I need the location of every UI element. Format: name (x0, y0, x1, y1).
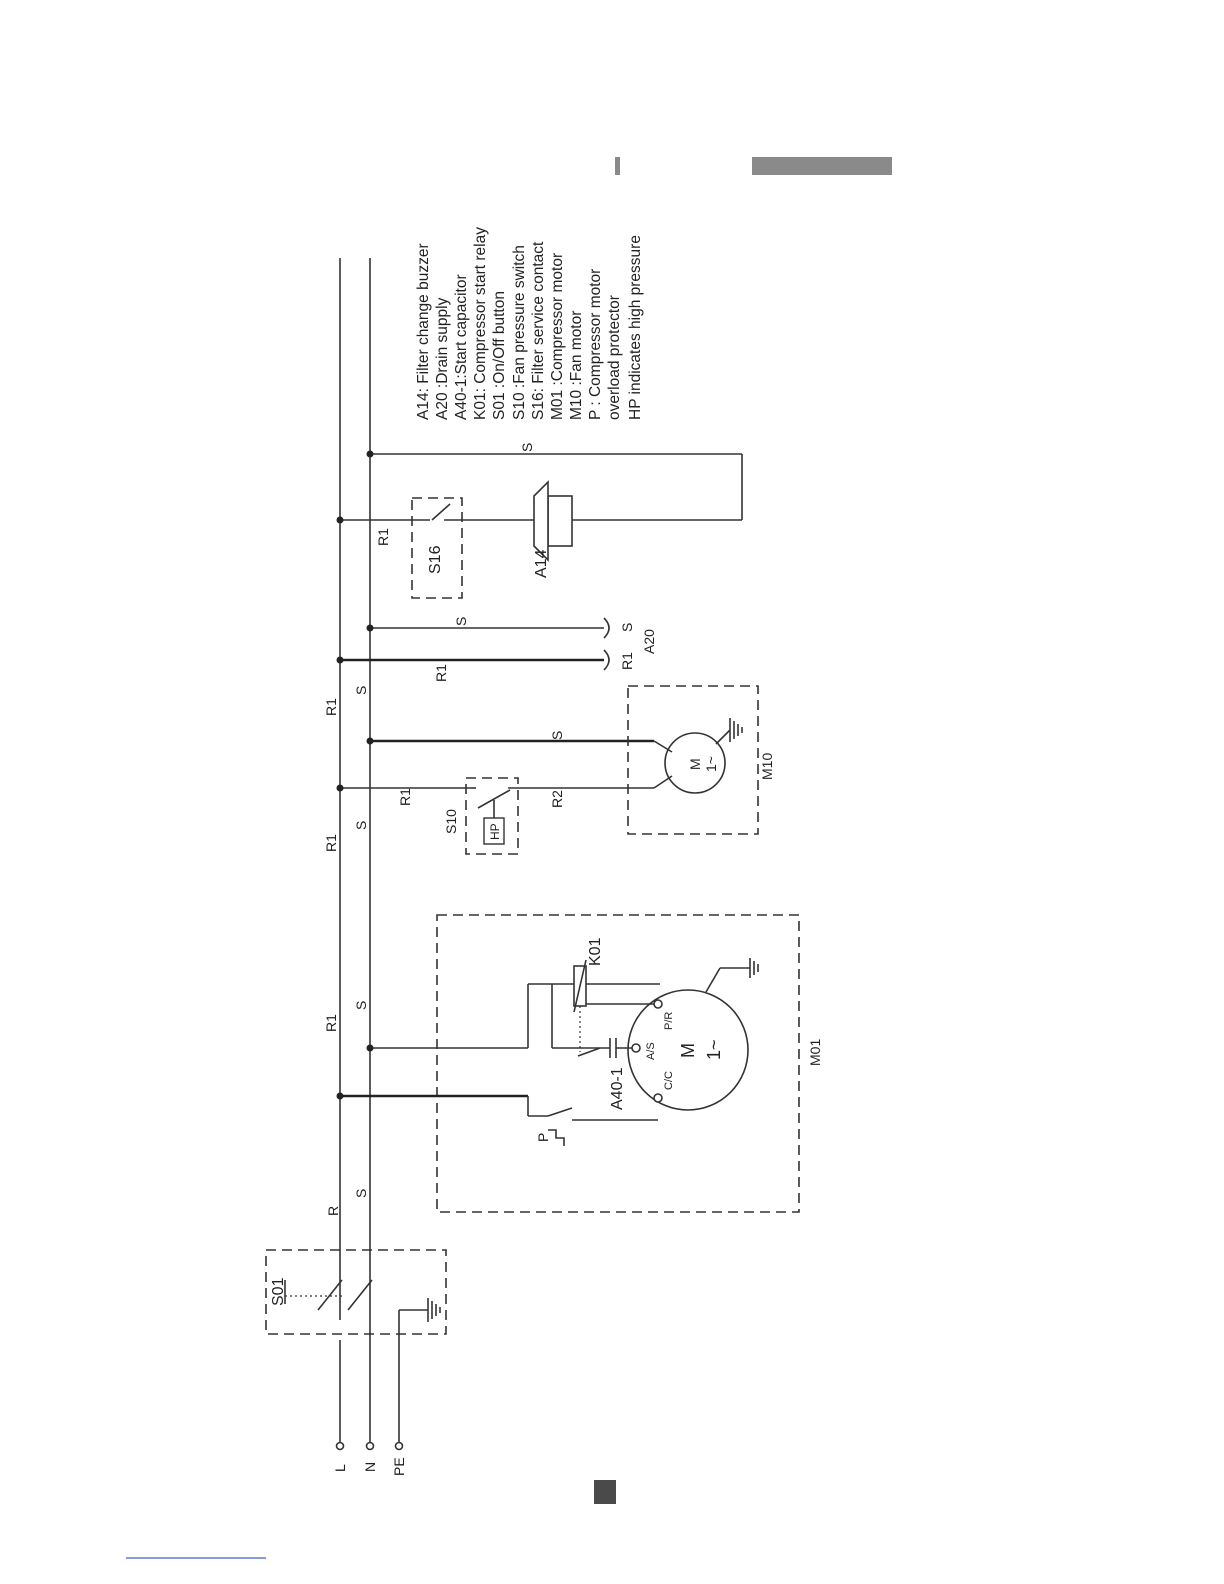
motor-tilde-label: 1~ (704, 1039, 724, 1060)
a40-capacitor: A40-1 (552, 1038, 636, 1110)
a14-label: A14 (533, 549, 550, 578)
svg-text:S: S (353, 1001, 369, 1010)
a20-label: A20 (641, 629, 657, 654)
ground-icon (427, 1298, 441, 1322)
svg-text:S: S (353, 1189, 369, 1198)
fan-m-label: M (687, 758, 703, 770)
fan-tilde-label: 1~ (703, 756, 719, 772)
terminal-pe: PE (391, 1457, 407, 1476)
buzzer-icon (533, 480, 573, 562)
bus-labels: R S R1 S R1 S R1 S (323, 686, 369, 1216)
k01-label: K01 (587, 937, 604, 966)
header-marker (615, 157, 620, 175)
s01-switch: S01 (265, 1249, 447, 1335)
ground-icon (749, 958, 759, 978)
s10-r2-label: R2 (549, 790, 565, 808)
cc-label: C/C (663, 1071, 675, 1090)
legend-item: M10 :Fan motor (568, 311, 585, 420)
k01-relay: K01 (551, 937, 658, 1052)
a14-s-label: S (519, 443, 535, 452)
svg-text:R: R (325, 1206, 341, 1216)
s16-label: S16 (427, 545, 444, 574)
s10-r1-label: R1 (397, 788, 413, 806)
legend-item: P : Compressor motor (587, 269, 604, 420)
m01-compressor: M01 P K01 (336, 914, 823, 1213)
svg-text:S: S (353, 686, 369, 695)
s10-pressure-switch: HP S10 R1 R2 (336, 777, 654, 855)
a40-label: A40-1 (609, 1067, 626, 1110)
legend-item: overload protector (606, 295, 623, 420)
terminal-n: N (362, 1462, 378, 1472)
a20-s-wire-label: S (453, 617, 469, 626)
m10-label: M10 (759, 753, 775, 780)
terminal-l: L (332, 1464, 348, 1472)
legend-item: A40-1:Start capacitor (453, 274, 470, 420)
m10-fan: S M 1~ M10 (366, 685, 775, 835)
svg-text:R1: R1 (323, 698, 339, 716)
legend-item: M01 :Compressor motor (549, 253, 566, 420)
legend-item: S16: Filter service contact (530, 241, 547, 420)
bus-lines (339, 258, 428, 1445)
as-label: A/S (645, 1042, 657, 1060)
s16-r1-label: R1 (375, 528, 391, 546)
header-bar (752, 157, 892, 175)
compressor-motor: C/C A/S P/R M 1~ (627, 958, 759, 1111)
s01-label: S01 (270, 1277, 287, 1306)
a20-r1-wire-label: R1 (433, 664, 449, 682)
supply-terminals: L N PE (332, 1441, 407, 1476)
hp-label: HP (488, 823, 502, 840)
overload-protector: P (527, 1096, 658, 1146)
a20-s-label: S (619, 623, 635, 632)
legend-item: A20 :Drain supply (434, 297, 451, 420)
legend: A14: Filter change buzzer A20 :Drain sup… (415, 227, 644, 420)
svg-text:R1: R1 (323, 1014, 339, 1032)
motor-m-label: M (678, 1043, 698, 1058)
svg-text:S: S (353, 821, 369, 830)
m01-label: M01 (807, 1039, 823, 1066)
page-marker (594, 1480, 616, 1504)
a20-r1-label: R1 (619, 652, 635, 670)
legend-item: S01 :On/Off button (491, 291, 508, 420)
pr-label: P/R (663, 1012, 675, 1030)
svg-text:R1: R1 (323, 834, 339, 852)
legend-item: S10 :Fan pressure switch (511, 245, 528, 420)
s10-label: S10 (443, 809, 459, 834)
s16-a14-circuit: S16 R1 A14 S (336, 443, 743, 599)
ground-icon (729, 718, 743, 742)
legend-item: K01: Compressor start relay (472, 227, 489, 420)
legend-item: HP indicates high pressure (627, 235, 644, 420)
m10-s-label: S (549, 731, 565, 740)
legend-item: A14: Filter change buzzer (415, 243, 432, 420)
a20-drain-supply: R1 S R1 S A20 (336, 617, 657, 682)
p-label: P (535, 1133, 551, 1142)
